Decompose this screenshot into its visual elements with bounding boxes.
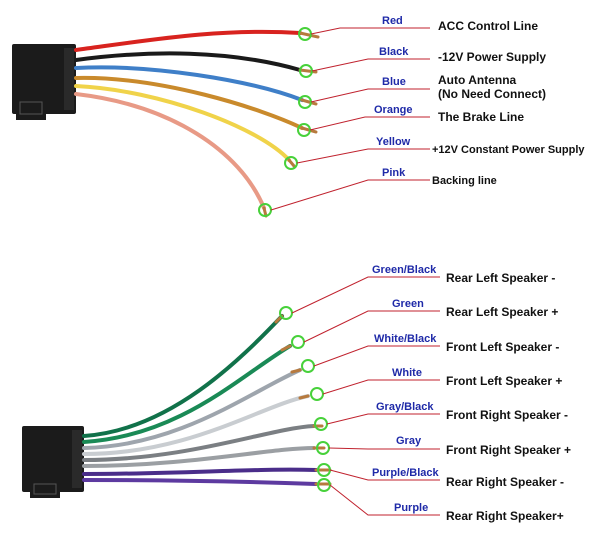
bottom-connector [22,426,84,498]
marker-gray-black [314,417,328,431]
bottom-wires [82,314,318,486]
wire-white [82,394,310,456]
label-red: Red [382,15,403,27]
bottom-wire-tips [274,314,332,486]
label-purple-black: Purple/Black [372,467,440,479]
wire-gray [82,446,316,468]
label-purple: Purple [394,502,428,514]
function-yellow: +12V Constant Power Supply [432,144,585,156]
label-white: White [392,367,422,379]
wire-green [82,344,292,444]
marker-green-black [279,306,293,320]
wire-purple-black [82,467,318,476]
marker-white-black [301,359,315,373]
function-green: Rear Left Speaker + [446,305,558,319]
top-connector [12,44,76,120]
label-pink: Pink [382,167,406,179]
label-green: Green [392,298,424,310]
label-green-black: Green/Black [372,264,437,276]
function-purple-black: Rear Right Speaker - [446,475,564,489]
function-pink: Backing line [432,175,497,187]
label-gray: Gray [396,435,422,447]
label-white-black: White/Black [374,333,437,345]
marker-green [291,335,305,349]
label-blue: Blue [382,76,406,88]
label-yellow: Yellow [376,136,411,148]
function-white-black: Front Left Speaker - [446,340,559,354]
label-orange: Orange [374,104,413,116]
wire-gray-black [82,424,316,462]
top-leaders [270,27,430,211]
function-gray: Front Right Speaker + [446,443,571,457]
function-green-black: Rear Left Speaker - [446,271,555,285]
bottom-leaders [291,276,440,516]
function-orange: The Brake Line [438,110,524,124]
function-red: ACC Control Line [438,19,538,33]
wire-red [74,29,302,52]
label-black: Black [379,46,409,58]
function-gray-black: Front Right Speaker - [446,408,568,422]
bottom-labels: Green/Black Green White/Black White Gray… [372,264,571,523]
wire-green-black [82,314,284,438]
label-gray-black: Gray/Black [376,401,434,413]
wire-white-black [82,368,302,450]
wire-purple [82,478,318,486]
function-black: -12V Power Supply [438,50,546,64]
function-white: Front Left Speaker + [446,374,562,388]
wire-yellow [74,84,291,162]
function-blue-line2: (No Need Connect) [438,87,546,101]
wire-pink [74,92,266,210]
wire-black [74,51,302,72]
wire-blue [74,65,304,102]
top-labels: Red Black Blue Orange Yellow Pink ACC Co… [374,15,585,187]
top-wires [74,29,304,210]
function-purple: Rear Right Speaker+ [446,509,564,523]
marker-white [310,387,324,401]
function-blue: Auto Antenna [438,73,517,87]
wire-orange [74,75,304,130]
bottom-markers [279,306,331,492]
